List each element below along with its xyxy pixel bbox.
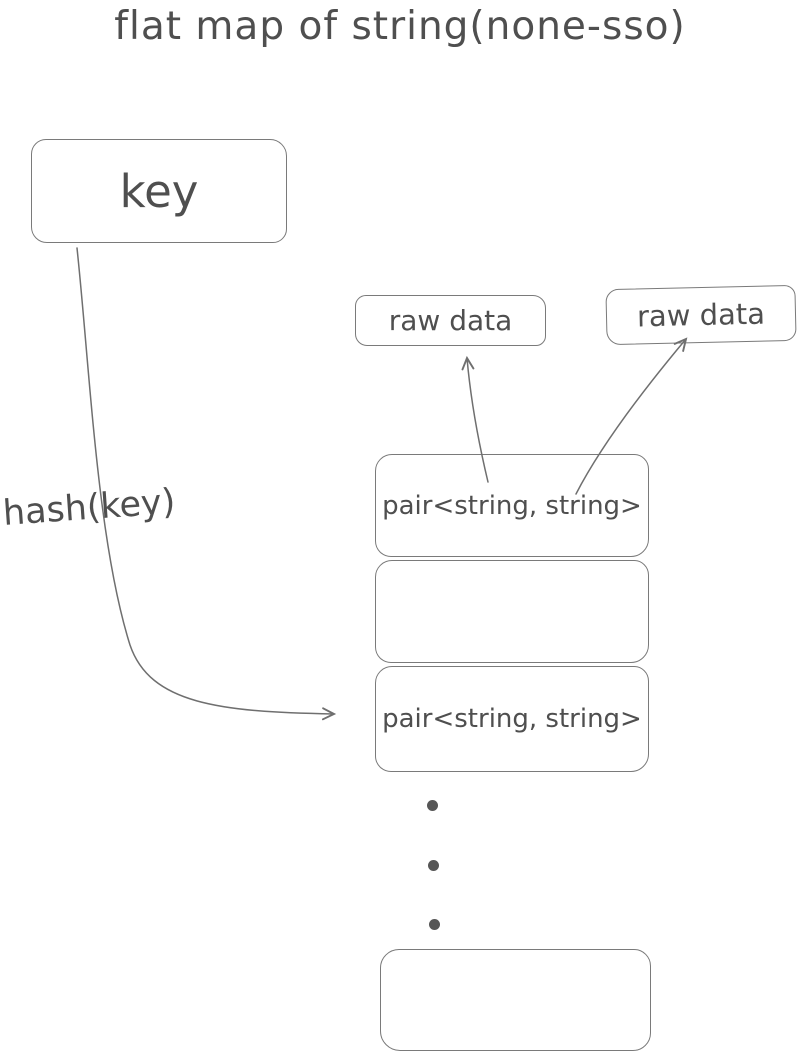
raw-data-box-right[interactable]: raw data: [605, 284, 797, 346]
bucket-slot-2-empty[interactable]: [375, 560, 649, 663]
ellipsis-dot[interactable]: [427, 800, 438, 811]
bucket-slot-1[interactable]: pair<string, string>: [375, 454, 649, 557]
diagram-title[interactable]: flat map of string(none-sso): [114, 4, 686, 49]
bucket-slot-3-label: pair<string, string>: [382, 704, 642, 734]
hash-key-label[interactable]: hash(key): [1, 482, 177, 534]
key-box-label: key: [119, 164, 199, 218]
raw-data-box-left[interactable]: raw data: [355, 295, 546, 346]
key-box[interactable]: key: [31, 139, 287, 243]
ellipsis-dot[interactable]: [428, 860, 439, 871]
ellipsis-dot[interactable]: [429, 919, 440, 930]
raw-data-right-label: raw data: [636, 296, 766, 334]
bucket-slot-1-label: pair<string, string>: [382, 490, 642, 521]
bucket-slot-last-empty[interactable]: [380, 949, 651, 1051]
bucket-slot-3[interactable]: pair<string, string>: [375, 666, 649, 772]
raw-data-left-label: raw data: [388, 304, 513, 337]
hash-arrow[interactable]: [76, 247, 337, 721]
